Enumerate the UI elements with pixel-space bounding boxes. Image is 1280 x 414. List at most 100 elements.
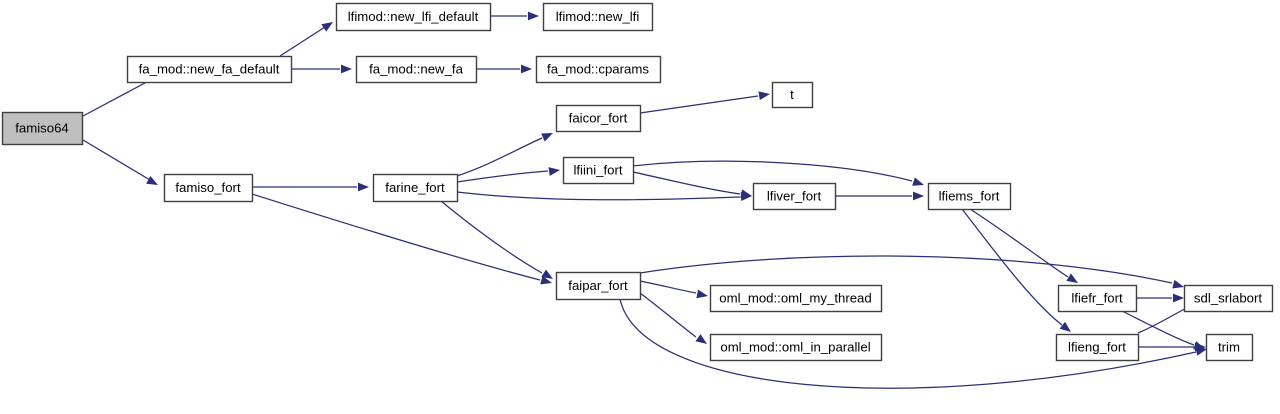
edge-line xyxy=(639,95,759,114)
edge-lfiems_fort-to-lfiefr_fort xyxy=(969,208,1078,283)
node-box[interactable] xyxy=(372,173,459,203)
arrowhead-icon xyxy=(528,11,539,21)
node-famiso64[interactable]: famiso64 xyxy=(1,111,84,146)
node-sdl_srlabort[interactable]: sdl_srlabort xyxy=(1183,284,1274,313)
node-box[interactable] xyxy=(709,333,883,362)
arrowhead-icon xyxy=(695,334,707,344)
node-lfiver_fort[interactable]: lfiver_fort xyxy=(752,182,837,211)
edge-fa_mod_new_fa_default-to-fa_mod_new_fa xyxy=(291,64,352,74)
node-box[interactable] xyxy=(1183,284,1274,313)
node-box[interactable] xyxy=(535,55,662,84)
edge-lfiems_fort-to-lfieng_fort xyxy=(961,208,1071,332)
node-fa_mod_cparams[interactable]: fa_mod::cparams xyxy=(535,55,662,84)
edge-lfiefr_fort-to-sdl_srlabort xyxy=(1136,293,1184,303)
node-t[interactable]: t xyxy=(771,81,814,109)
arrowhead-icon xyxy=(548,167,560,176)
arrowhead-icon xyxy=(521,64,532,74)
node-box[interactable] xyxy=(709,284,883,313)
node-box[interactable] xyxy=(562,156,635,185)
node-box[interactable] xyxy=(126,55,293,84)
edge-line xyxy=(961,208,1063,326)
arrowhead-icon xyxy=(321,22,333,32)
edge-lfimod_new_lfi_default-to-lfimod_new_lfi xyxy=(490,11,539,21)
edge-fa_mod_new_fa-to-fa_mod_cparams xyxy=(476,64,532,74)
arrowhead-icon xyxy=(1172,279,1184,289)
arrowhead-icon xyxy=(740,189,752,199)
arrowhead-icon xyxy=(1059,321,1071,332)
edge-line xyxy=(619,298,1197,389)
node-fa_mod_new_fa_default[interactable]: fa_mod::new_fa_default xyxy=(126,55,293,84)
edge-line xyxy=(1121,310,1195,346)
node-box[interactable] xyxy=(555,271,642,301)
node-box[interactable] xyxy=(163,173,254,203)
node-box[interactable] xyxy=(555,104,642,133)
arrowhead-icon xyxy=(358,182,369,192)
arrowhead-icon xyxy=(913,191,924,201)
arrowhead-icon xyxy=(696,289,708,299)
node-box[interactable] xyxy=(335,2,492,32)
edge-famiso64-to-famiso_fort xyxy=(82,139,158,185)
arrowhead-icon xyxy=(1173,293,1184,303)
edge-line xyxy=(440,200,543,274)
edge-line xyxy=(251,193,541,281)
edge-line xyxy=(1137,305,1191,334)
node-lfimod_new_lfi_default[interactable]: lfimod::new_lfi_default xyxy=(335,2,492,32)
edge-farine_fort-to-lfiver_fort xyxy=(456,191,752,201)
node-lfiefr_fort[interactable]: lfiefr_fort xyxy=(1057,284,1138,313)
node-box[interactable] xyxy=(771,81,814,109)
node-oml_my_thread[interactable]: oml_mod::oml_my_thread xyxy=(709,284,883,313)
node-lfimod_new_lfi[interactable]: lfimod::new_lfi xyxy=(542,2,654,32)
node-famiso_fort[interactable]: famiso_fort xyxy=(163,173,254,203)
edge-lfiini_fort-to-lfiems_fort xyxy=(632,160,924,186)
arrowhead-icon xyxy=(1195,342,1206,352)
edge-farine_fort-to-lfiini_fort xyxy=(456,167,560,183)
node-lfiini_fort[interactable]: lfiini_fort xyxy=(562,156,635,185)
edge-line xyxy=(456,170,549,183)
arrowhead-icon xyxy=(341,64,352,74)
node-box[interactable] xyxy=(542,2,654,32)
node-box[interactable] xyxy=(1057,284,1138,313)
node-layer: famiso64 fa_mod::new_fa_default lfimod::ne… xyxy=(1,2,1274,362)
edge-line xyxy=(82,139,151,181)
arrowhead-icon xyxy=(540,275,552,285)
edge-famiso_fort-to-faipar_fort xyxy=(251,193,552,285)
node-farine_fort[interactable]: farine_fort xyxy=(372,173,459,203)
node-fa_mod_new_fa[interactable]: fa_mod::new_fa xyxy=(355,55,478,84)
node-box[interactable] xyxy=(1,111,84,146)
edge-line xyxy=(639,292,697,338)
node-faipar_fort[interactable]: faipar_fort xyxy=(555,271,642,301)
arrowhead-icon xyxy=(1066,273,1078,283)
edge-lfiini_fort-to-lfiver_fort xyxy=(632,171,752,199)
node-lfieng_fort[interactable]: lfieng_fort xyxy=(1055,333,1140,362)
edge-lfiver_fort-to-lfiems_fort xyxy=(835,191,924,201)
edge-lfieng_fort-to-trim xyxy=(1138,342,1206,352)
edge-line xyxy=(969,208,1069,278)
edge-fa_mod_new_fa_default-to-lfimod_new_lfi_default xyxy=(279,22,333,57)
edge-faipar_fort-to-oml_in_parallel xyxy=(639,292,707,344)
node-oml_in_parallel[interactable]: oml_mod::oml_in_parallel xyxy=(709,333,883,362)
edge-farine_fort-to-faipar_fort xyxy=(440,200,553,279)
edge-faipar_fort-to-oml_my_thread xyxy=(639,280,708,299)
node-box[interactable] xyxy=(927,182,1012,211)
edge-line xyxy=(639,255,1173,284)
edge-line xyxy=(456,137,543,177)
node-box[interactable] xyxy=(752,182,837,211)
edge-line xyxy=(632,171,741,195)
node-trim[interactable]: trim xyxy=(1205,333,1254,362)
node-box[interactable] xyxy=(355,55,478,84)
edge-faicor_fort-to-t xyxy=(639,91,770,114)
edge-famiso_fort-to-farine_fort xyxy=(252,182,369,192)
edge-line xyxy=(456,191,741,201)
arrowhead-icon xyxy=(541,133,553,142)
edge-line xyxy=(632,160,913,182)
edge-faipar_fort-to-sdl_srlabort xyxy=(639,255,1184,289)
node-faicor_fort[interactable]: faicor_fort xyxy=(555,104,642,133)
node-box[interactable] xyxy=(1055,333,1140,362)
arrowhead-icon xyxy=(146,175,158,185)
edge-line xyxy=(639,280,697,294)
edge-line xyxy=(279,26,326,57)
arrowhead-icon xyxy=(912,177,924,186)
node-lfiems_fort[interactable]: lfiems_fort xyxy=(927,182,1012,211)
node-box[interactable] xyxy=(1205,333,1254,362)
